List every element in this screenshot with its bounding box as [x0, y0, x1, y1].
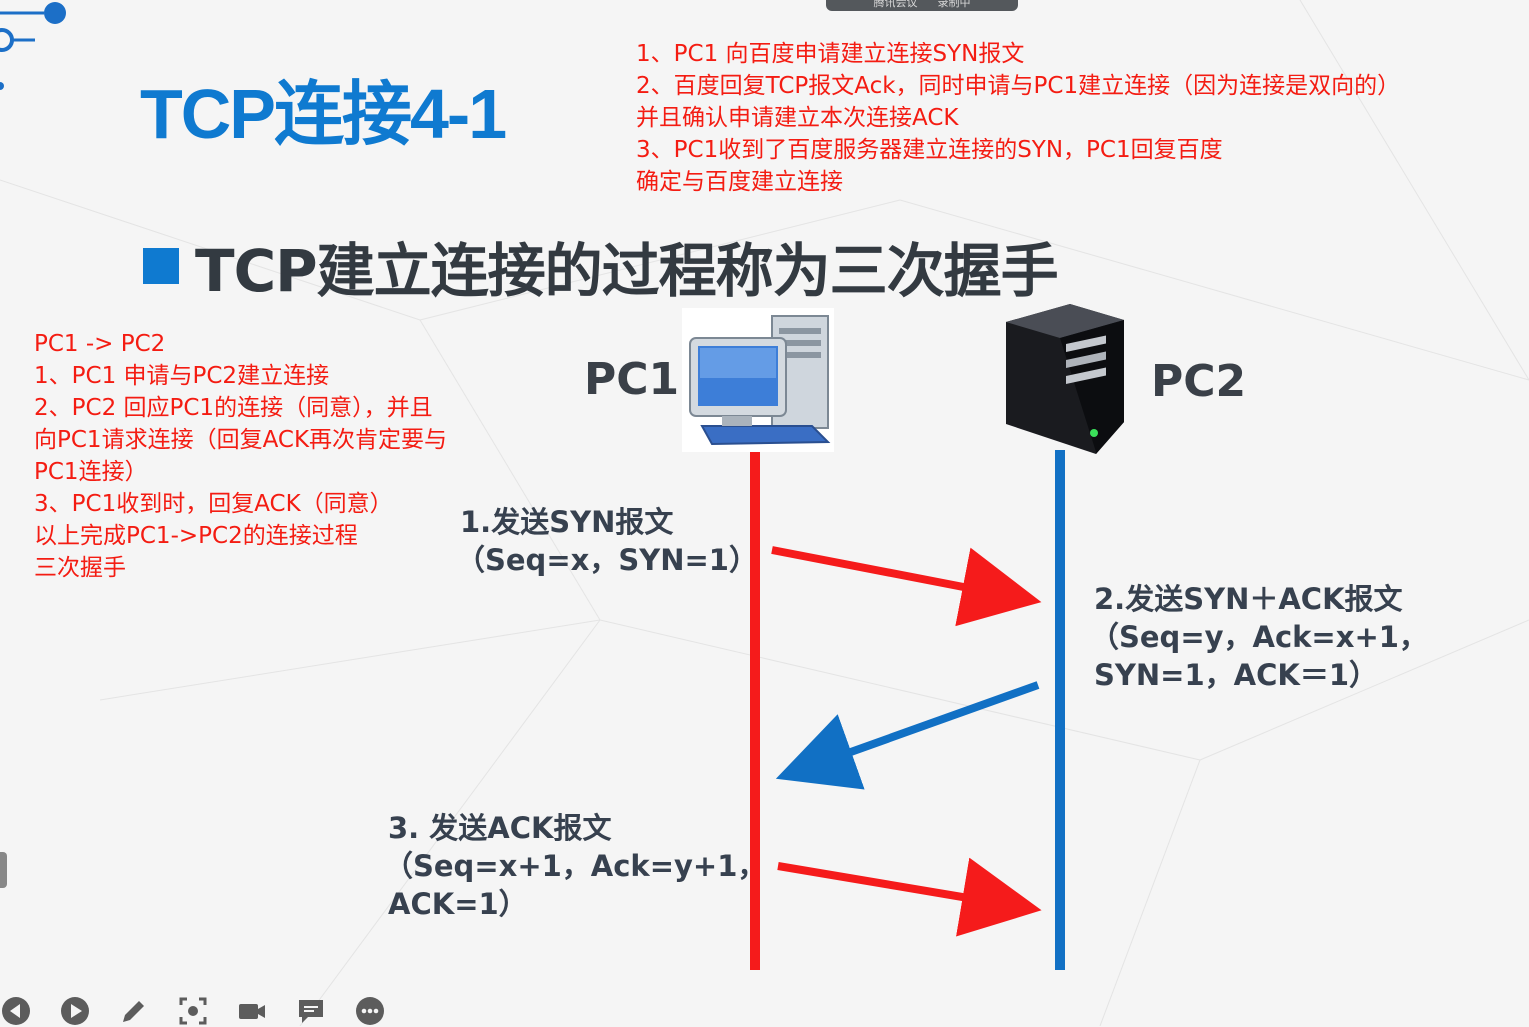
note-line: PC1 -> PC2 [34, 331, 166, 357]
note-line: 三次握手 [34, 555, 126, 581]
more-icon [356, 997, 384, 1025]
step1-label: 1.发送SYN报文 （Seq=x，SYN=1） [456, 503, 758, 579]
side-panel-handle[interactable] [0, 852, 7, 888]
corner-decoration [0, 2, 66, 90]
note-line: 以上完成PC1->PC2的连接过程 [34, 523, 358, 549]
bullet-heading: TCP建立连接的过程称为三次握手 [143, 224, 1059, 308]
presentation-toolbar [0, 995, 386, 1027]
more-button[interactable] [354, 995, 386, 1027]
play-button[interactable] [59, 995, 91, 1027]
bullet-text: TCP建立连接的过程称为三次握手 [195, 237, 1059, 305]
meeting-app-label: 腾讯会议 [873, 0, 918, 9]
pc1-computer-icon [682, 308, 834, 452]
note-line: PC1连接） [34, 459, 148, 485]
step2-detail: （Seq=y，Ack=x+1， [1090, 620, 1428, 654]
note-line: 1、PC1 申请与PC2建立连接 [34, 363, 330, 389]
pen-icon [123, 1001, 144, 1022]
note-line: 并且确认申请建立本次连接ACK [636, 105, 959, 131]
step3-label: 3. 发送ACK报文 （Seq=x+1，Ack=y+1， ACK=1） [384, 809, 766, 923]
pc1-label: PC1 [584, 354, 680, 405]
camera-button[interactable] [236, 995, 268, 1027]
play-icon [61, 997, 89, 1025]
note-line: 1、PC1 向百度申请建立连接SYN报文 [636, 41, 1025, 67]
step3-detail-2: ACK=1） [388, 887, 528, 921]
note-line: 向PC1请求连接（回复ACK再次肯定要与 [34, 427, 448, 453]
note-line: 2、百度回复TCP报文Ack，同时申请与PC1建立连接（因为连接是双向的） [636, 73, 1401, 99]
step1-title: 1.发送SYN报文 [460, 505, 674, 539]
prev-button[interactable] [0, 995, 32, 1027]
notes-left: PC1 -> PC2 1、PC1 申请与PC2建立连接 2、PC2 回应PC1的… [34, 328, 447, 584]
notes-top: 1、PC1 向百度申请建立连接SYN报文 2、百度回复TCP报文Ack，同时申请… [636, 38, 1400, 198]
step2-detail-2: SYN=1，ACK＝1） [1094, 658, 1379, 692]
note-line: 3、PC1收到时，回复ACK（同意） [34, 491, 393, 517]
step2-title: 2.发送SYN＋ACK报文 [1094, 582, 1403, 616]
pen-button[interactable] [118, 995, 150, 1027]
recording-label: 录制中 [937, 0, 971, 9]
ack-arrow [777, 857, 1042, 937]
pc2-server-icon [1006, 304, 1124, 454]
meeting-top-tab[interactable]: 腾讯会议 录制中 [826, 0, 1018, 11]
bullet-square-icon [143, 248, 179, 284]
step2-label: 2.发送SYN＋ACK报文 （Seq=y，Ack=x+1， SYN=1，ACK＝… [1090, 580, 1428, 694]
comment-button[interactable] [295, 995, 327, 1027]
pc2-label: PC2 [1151, 356, 1247, 407]
screenshot-icon [179, 997, 207, 1025]
step3-detail: （Seq=x+1，Ack=y+1， [384, 849, 767, 883]
note-line: 确定与百度建立连接 [636, 169, 843, 195]
step3-title: 3. 发送ACK报文 [388, 811, 612, 845]
screenshot-button[interactable] [177, 995, 209, 1027]
prev-icon [2, 997, 30, 1025]
slide-title: TCP连接4-1 [140, 75, 507, 153]
syn-ack-arrow [775, 681, 1040, 790]
syn-arrow [771, 546, 1042, 627]
camera-icon [239, 1004, 265, 1019]
comment-icon [299, 1000, 323, 1023]
note-line: 3、PC1收到了百度服务器建立连接的SYN，PC1回复百度 [636, 137, 1223, 163]
note-line: 2、PC2 回应PC1的连接（同意），并且 [34, 395, 433, 421]
step1-detail: （Seq=x，SYN=1） [456, 543, 758, 577]
